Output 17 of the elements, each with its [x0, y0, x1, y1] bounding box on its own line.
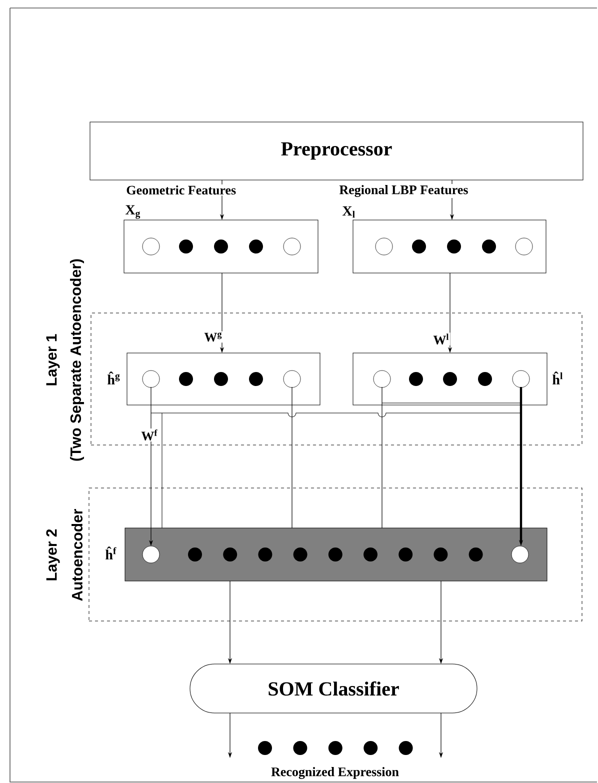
edge-label: W$^{g}$ [204, 332, 222, 342]
layer-label: ĥ$^{f}$ [106, 546, 116, 560]
edge-label: W$^{f}$ [141, 430, 158, 440]
process-box: Preprocessor [90, 122, 584, 180]
output-label: Recognized Expression [271, 767, 399, 779]
group-heading: Layer 1 [46, 334, 60, 386]
layer-label: ĥ$^{g}$ [108, 372, 120, 384]
layer-label: X$_{l}$ [342, 206, 355, 218]
layer-label: ĥ$^{l}$ [552, 372, 563, 384]
edge-label: Regional LBP Features [339, 185, 468, 197]
classifier-box: SOM Classifier [190, 664, 478, 714]
edge-label: W$^{l}$ [433, 334, 449, 344]
edge-label: Geometric Features [126, 185, 236, 195]
layer-label: X$_{g}$ [125, 205, 140, 219]
group-heading: Layer 2 [46, 529, 60, 580]
group-heading: (Two Separate Autoencoder) [70, 259, 84, 461]
group-heading: Autoencoder [72, 508, 82, 601]
